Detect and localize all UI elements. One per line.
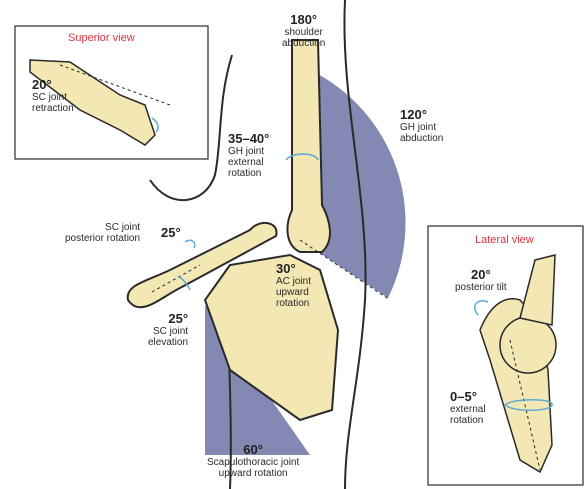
sc-posterior-rotation-label: SC joint posterior rotation (65, 222, 140, 244)
lateral-external-rotation-text: external rotation (450, 404, 486, 426)
gh-external-rotation-degree: 35–40° (228, 132, 269, 146)
sc-posterior-rotation-degree: 25° (161, 226, 181, 240)
shoulder-abduction-degree: 180° (282, 13, 325, 27)
gh-external-rotation-label: 35–40° GH joint external rotation (228, 132, 269, 179)
gh-abduction-degree: 120° (400, 108, 443, 122)
lateral-view-humeral-head (500, 317, 556, 373)
gh-external-rotation-text: GH joint external rotation (228, 146, 269, 179)
gh-abduction-text: GH joint abduction (400, 122, 443, 144)
lateral-external-rotation-degree: 0–5° (450, 390, 486, 404)
sc-elevation-label: 25° SC joint elevation (148, 312, 188, 348)
sc-elevation-degree: 25° (148, 312, 188, 326)
sc-posterior-rotation-text: SC joint posterior rotation (65, 222, 140, 244)
superior-view-title: Superior view (68, 32, 135, 44)
posterior-tilt-degree: 20° (455, 268, 507, 282)
ac-upward-rotation-text: AC joint upward rotation (276, 276, 311, 309)
lateral-view-title: Lateral view (475, 234, 534, 246)
sc-posterior-rotation-arrow (185, 240, 195, 248)
scapulothoracic-text: Scapulothoracic joint upward rotation (207, 457, 299, 479)
sc-retraction-degree: 20° (32, 78, 74, 92)
sc-retraction-text: SC joint retraction (32, 92, 74, 114)
gh-abduction-label: 120° GH joint abduction (400, 108, 443, 144)
scapulothoracic-degree: 60° (207, 443, 299, 457)
posterior-tilt-text: posterior tilt (455, 282, 507, 293)
posterior-tilt-label: 20° posterior tilt (455, 268, 507, 293)
sc-elevation-text: SC joint elevation (148, 326, 188, 348)
sc-retraction-label: 20° SC joint retraction (32, 78, 74, 114)
sc-posterior-rotation-degree-wrap: 25° (161, 226, 181, 240)
shoulder-abduction-text: shoulder abduction (282, 27, 325, 49)
scapulothoracic-label: 60° Scapulothoracic joint upward rotatio… (207, 443, 299, 479)
shoulder-abduction-label: 180° shoulder abduction (282, 13, 325, 49)
ac-upward-rotation-label: 30° AC joint upward rotation (276, 262, 311, 309)
lateral-external-rotation-label: 0–5° external rotation (450, 390, 486, 426)
ac-upward-rotation-degree: 30° (276, 262, 311, 276)
